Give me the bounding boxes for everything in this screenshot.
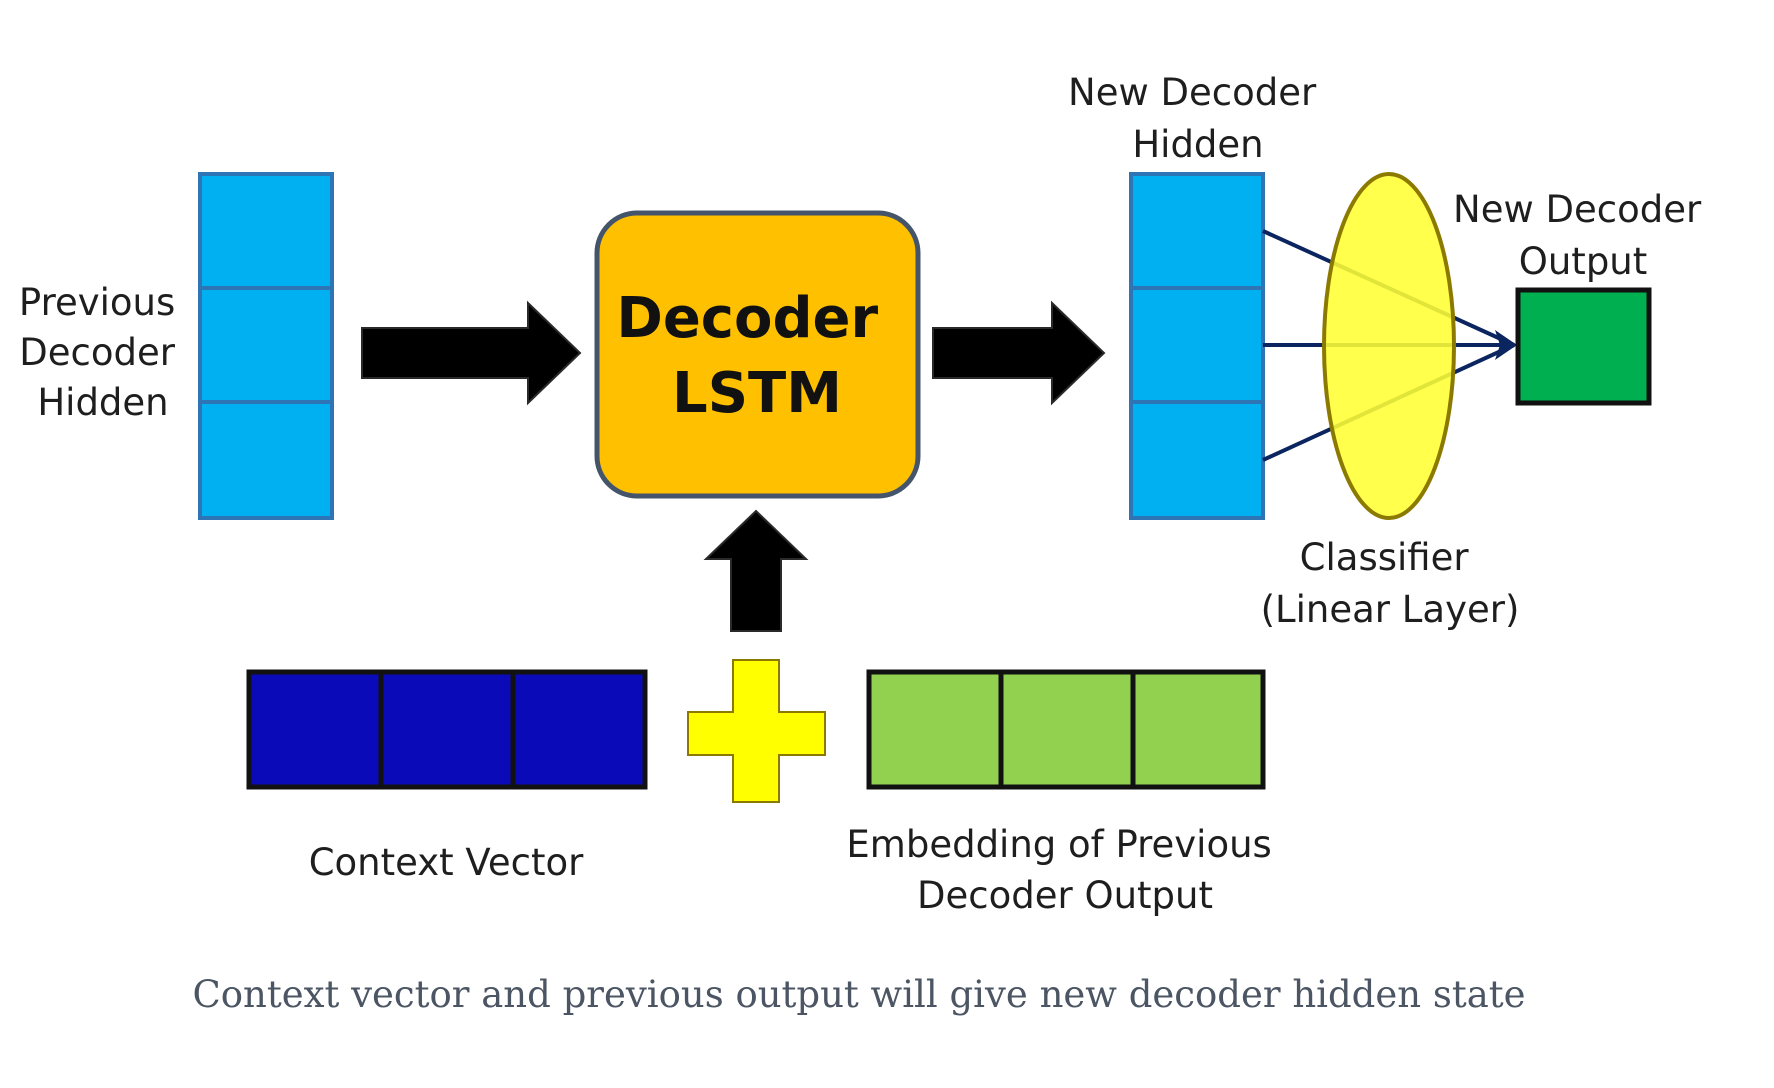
- context-cell: [510, 669, 648, 790]
- decoder-lstm-box: [594, 210, 921, 499]
- new-hidden-cell: [1129, 400, 1265, 520]
- embedding-label: Embedding of Previous Decoder Output: [846, 823, 1283, 917]
- new-hidden-vector: [1129, 172, 1265, 520]
- arrow-to-new-hidden-icon: [932, 300, 1106, 406]
- previous-hidden-vector: [198, 172, 334, 520]
- arrowhead-icon: [1495, 330, 1517, 360]
- context-vector: [246, 669, 648, 790]
- new-hidden-label: New Decoder Hidden: [1068, 71, 1328, 166]
- previous-hidden-label: Previous Decoder Hidden: [19, 281, 187, 424]
- context-cell: [246, 669, 384, 790]
- new-hidden-cell: [1129, 286, 1265, 404]
- classifier-label: Classifier (Linear Layer): [1261, 536, 1520, 631]
- previous-hidden-cell: [198, 286, 334, 404]
- new-output-cell: [1515, 287, 1652, 406]
- classifier-ellipse: [1322, 172, 1456, 520]
- arrow-to-decoder-icon: [361, 300, 582, 406]
- embedding-cell: [866, 669, 1004, 790]
- context-cell: [378, 669, 516, 790]
- decoder-lstm-title: Decoder LSTM: [616, 286, 897, 426]
- embedding-cell: [1130, 669, 1266, 790]
- new-hidden-cell: [1129, 172, 1265, 290]
- context-vector-label: Context Vector: [309, 841, 584, 884]
- new-output-label: New Decoder Output: [1453, 188, 1713, 283]
- previous-hidden-cell: [198, 400, 334, 520]
- plus-icon: [687, 659, 826, 803]
- figure-caption: Context vector and previous output will …: [192, 973, 1525, 1016]
- embedding-vector: [866, 669, 1266, 790]
- previous-hidden-cell: [198, 172, 334, 290]
- embedding-cell: [998, 669, 1136, 790]
- up-arrow-icon: [703, 509, 809, 632]
